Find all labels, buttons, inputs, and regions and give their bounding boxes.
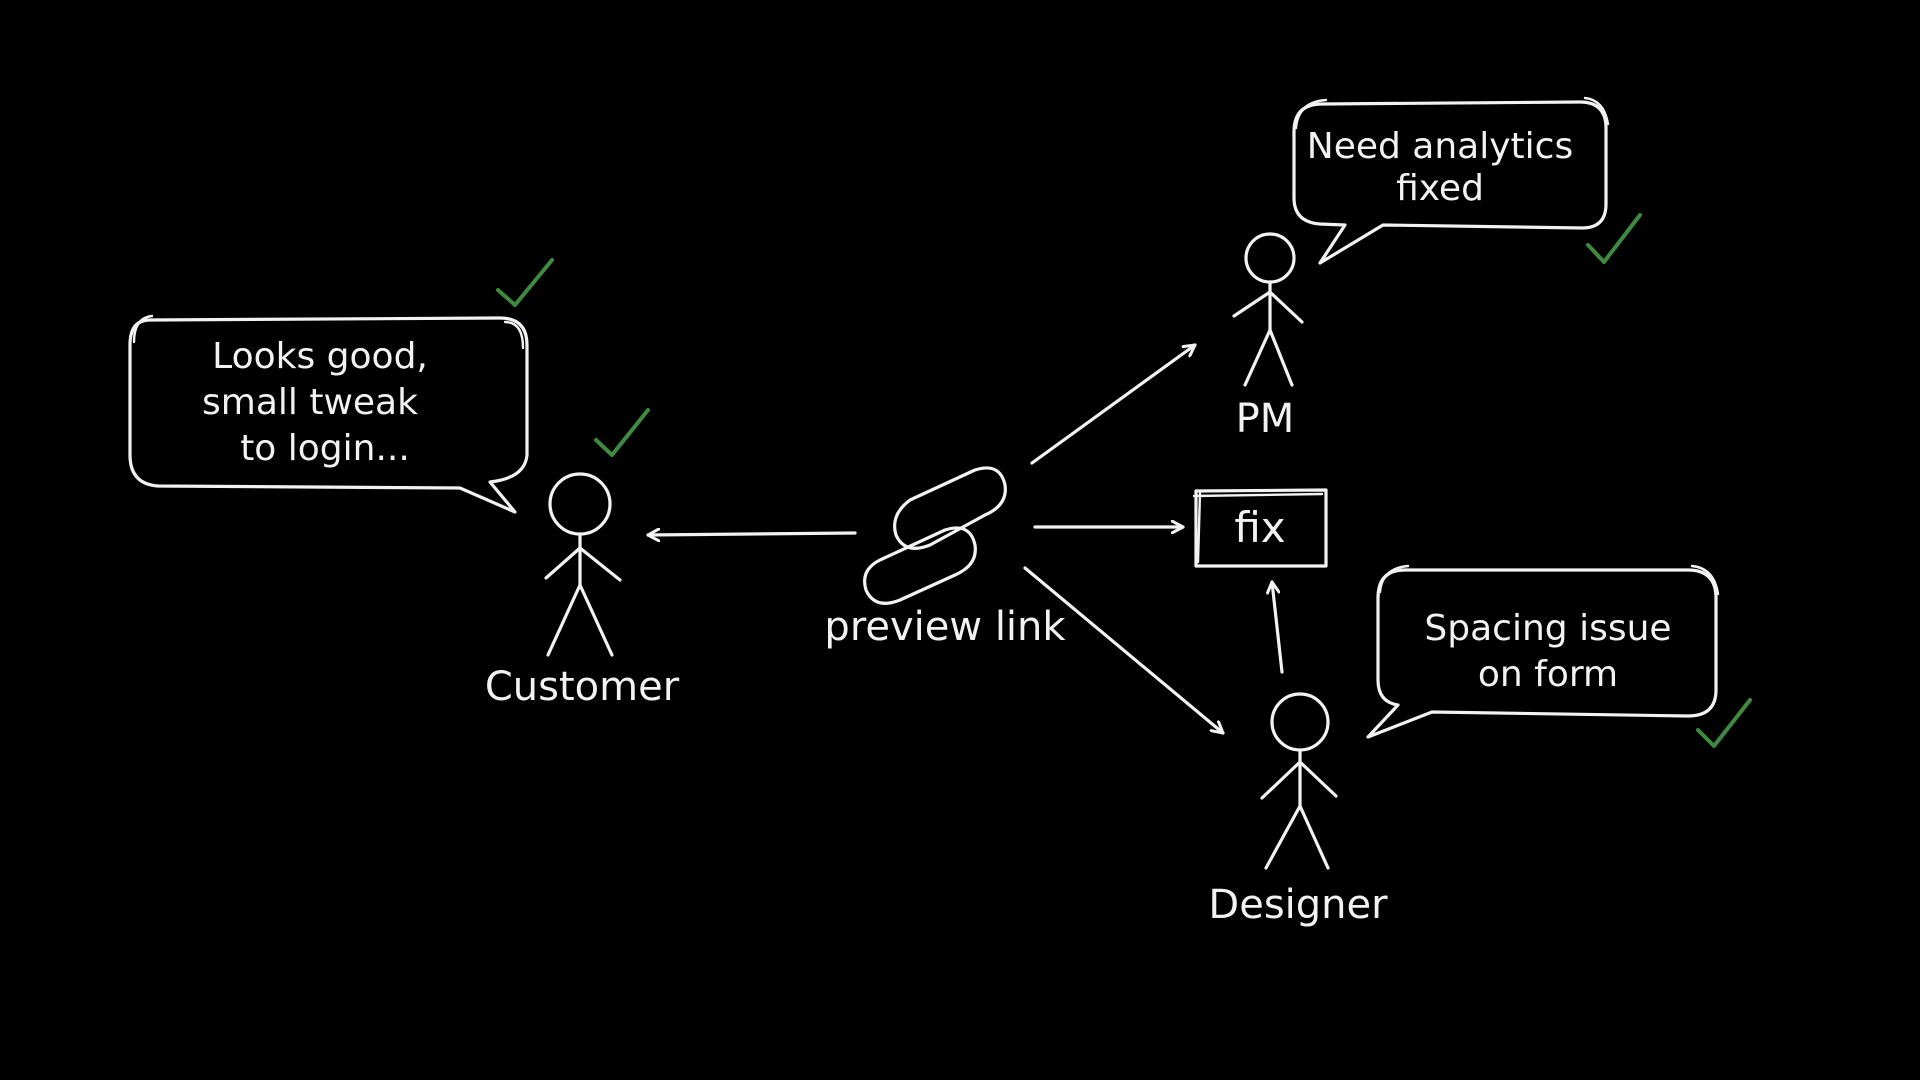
customer-bubble-line-3: to login... — [240, 428, 410, 469]
arrow-to-customer — [646, 533, 857, 535]
fix-box: fix — [1192, 488, 1328, 568]
check-icon — [1586, 213, 1642, 264]
pm-bubble-line-2: fixed — [1396, 168, 1484, 209]
pm-speech-bubble: Need analytics fixed — [1292, 96, 1610, 265]
check-icon — [594, 408, 650, 457]
customer-speech-bubble: Looks good, small tweak to login... — [128, 314, 529, 514]
designer-bubble-line-2: on form — [1478, 654, 1618, 695]
customer-stick-figure — [544, 472, 622, 657]
designer-bubble-line-1: Spacing issue — [1424, 608, 1671, 649]
designer-stick-figure — [1260, 692, 1338, 870]
arrow-to-pm — [1030, 343, 1197, 465]
customer-bubble-line-2: small tweak — [202, 382, 418, 423]
check-icon — [1696, 698, 1752, 748]
fix-label: fix — [1234, 503, 1285, 552]
customer-bubble-line-1: Looks good, — [212, 336, 428, 377]
link-icon — [863, 466, 1007, 605]
designer-speech-bubble: Spacing issue on form — [1366, 564, 1720, 739]
preview-link-label: preview link — [824, 604, 1066, 650]
arrow-designer-to-fix — [1272, 580, 1284, 674]
pm-label: PM — [1236, 396, 1295, 442]
designer-label: Designer — [1208, 882, 1388, 928]
arrow-to-designer — [1023, 566, 1225, 735]
check-icon — [496, 258, 554, 307]
customer-label: Customer — [485, 664, 680, 710]
pm-bubble-line-1: Need analytics — [1307, 126, 1573, 167]
pm-stick-figure — [1232, 232, 1304, 387]
